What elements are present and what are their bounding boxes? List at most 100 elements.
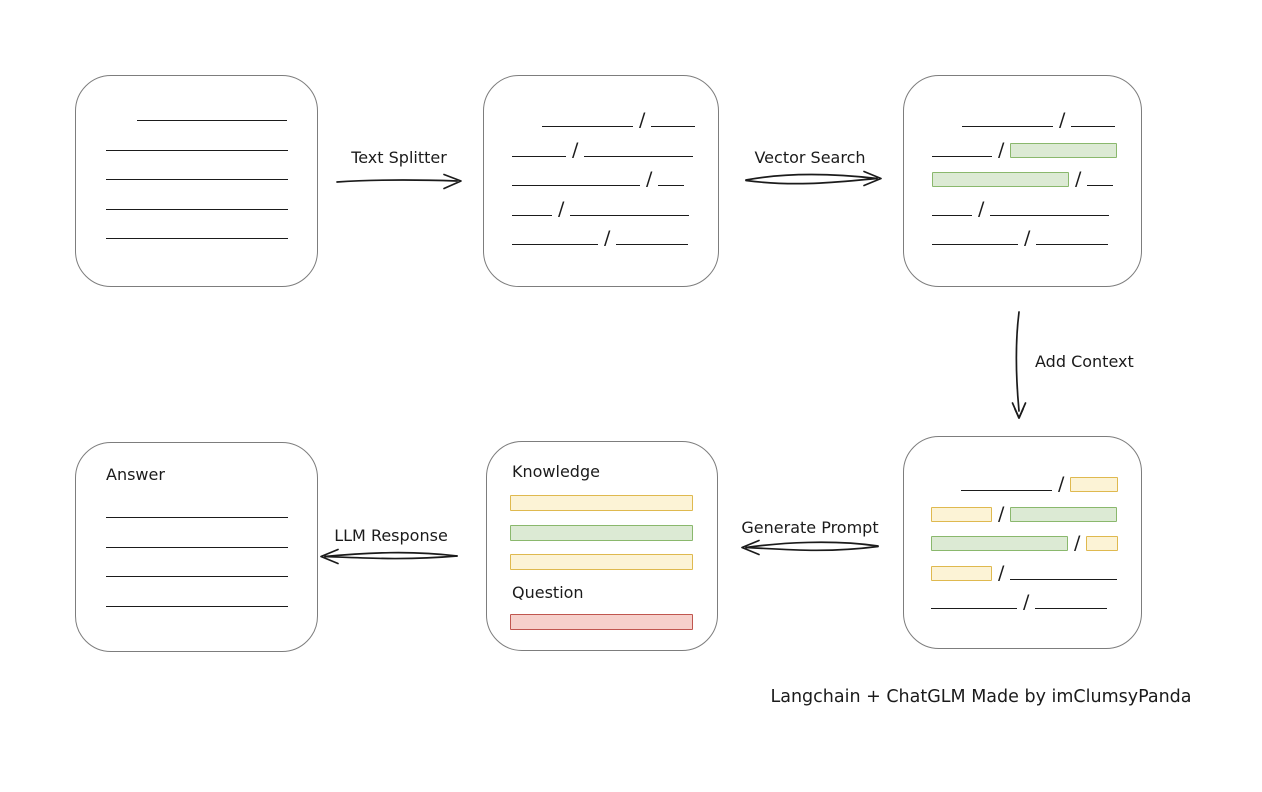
node-context-chunks: / / / / / <box>903 436 1142 649</box>
yellow-bar <box>510 554 693 570</box>
text-splitter-label: Text Splitter <box>351 148 447 167</box>
text-line <box>932 155 992 157</box>
vector-match-lines: / / / / / <box>932 109 1133 249</box>
text-line <box>961 490 1052 491</box>
text-line <box>512 214 552 216</box>
text-line <box>932 214 972 216</box>
question-bars <box>510 614 693 630</box>
chunk-row: / <box>932 138 1133 161</box>
slash-separator: / <box>978 197 985 220</box>
red-bar <box>510 614 693 630</box>
llm-response-label: LLM Response <box>334 526 448 545</box>
text-line <box>584 155 694 157</box>
chunk-row <box>106 104 309 122</box>
footer-credit: Langchain + ChatGLM Made by imClumsyPand… <box>770 687 1192 707</box>
text-line <box>106 517 288 518</box>
text-line <box>106 546 288 548</box>
chunk-row: / <box>512 168 710 190</box>
slash-separator: / <box>1075 168 1082 190</box>
highlight-chunk-green <box>1010 142 1118 158</box>
slash-separator: / <box>646 168 653 190</box>
chunk-row: / <box>512 227 710 249</box>
text-line <box>651 126 696 127</box>
slash-separator: / <box>572 138 579 161</box>
slash-separator: / <box>1059 109 1066 131</box>
chunk-row: / <box>512 197 710 220</box>
text-line <box>106 238 288 239</box>
text-line <box>106 576 288 577</box>
slash-separator: / <box>998 502 1005 525</box>
text-line <box>106 179 288 180</box>
vector-search-label: Vector Search <box>754 148 866 167</box>
chunk-row: / <box>931 473 1133 495</box>
text-splitter-arrow <box>336 173 462 190</box>
text-line <box>990 214 1110 216</box>
slash-separator: / <box>998 138 1005 161</box>
chunk-row <box>106 501 309 519</box>
add-context-label: Add Context <box>1035 352 1134 371</box>
vector-search-arrow <box>745 170 882 187</box>
text-line <box>1010 578 1118 580</box>
highlight-chunk-yellow <box>1086 536 1119 551</box>
text-line <box>106 208 288 210</box>
text-line <box>1036 244 1109 245</box>
chunk-row: / <box>932 109 1133 131</box>
question-label: Question <box>512 583 584 602</box>
highlight-chunk-green <box>932 172 1069 187</box>
highlight-chunk-green <box>931 536 1068 551</box>
chunk-row <box>106 193 309 211</box>
text-line <box>1035 608 1108 609</box>
chunk-row: / <box>512 109 710 131</box>
text-line <box>931 608 1017 609</box>
slash-separator: / <box>604 227 611 249</box>
text-line <box>542 126 633 127</box>
slash-separator: / <box>1023 591 1030 613</box>
node-prompt: Knowledge Question <box>486 441 718 651</box>
answer-lines <box>106 501 309 608</box>
chunk-row: / <box>512 138 710 161</box>
slash-separator: / <box>1024 227 1031 249</box>
knowledge-label: Knowledge <box>512 462 600 481</box>
chunk-row: / <box>931 563 1133 582</box>
generate-prompt-label: Generate Prompt <box>741 518 879 537</box>
text-line <box>1071 126 1116 127</box>
highlight-chunk-yellow <box>931 565 992 581</box>
context-chunk-lines: / / / / / <box>931 473 1133 613</box>
node-source-document <box>75 75 318 287</box>
llm-response-arrow <box>320 548 458 565</box>
text-line <box>137 120 287 121</box>
slash-separator: / <box>1074 532 1081 554</box>
chunk-row <box>106 134 309 152</box>
node-vector-matches: / / / / / <box>903 75 1142 287</box>
split-chunk-lines: / / / / / <box>512 109 710 249</box>
add-context-arrow <box>1011 311 1027 419</box>
green-bar <box>510 524 693 541</box>
chunk-row: / <box>932 197 1133 220</box>
chunk-row <box>106 222 309 240</box>
chunk-row: / <box>932 227 1133 249</box>
chunk-row <box>106 590 309 608</box>
slash-separator: / <box>639 109 646 131</box>
highlight-chunk-yellow <box>931 506 992 522</box>
node-answer: Answer <box>75 442 318 652</box>
generate-prompt-arrow <box>741 539 879 556</box>
node-split-chunks: / / / / / <box>483 75 719 287</box>
chunk-row <box>106 163 309 181</box>
slash-separator: / <box>1058 473 1065 495</box>
chunk-row: / <box>932 168 1133 190</box>
text-line <box>962 126 1053 127</box>
text-line <box>658 185 685 186</box>
chunk-row <box>106 560 309 578</box>
slash-separator: / <box>558 197 565 220</box>
chunk-row: / <box>931 502 1133 525</box>
chunk-row: / <box>931 532 1133 554</box>
text-line <box>932 244 1018 245</box>
text-line <box>616 244 689 245</box>
text-line <box>512 155 566 157</box>
yellow-bar <box>510 495 693 511</box>
knowledge-bars <box>510 495 693 570</box>
chunk-row: / <box>931 591 1133 613</box>
answer-label: Answer <box>106 465 165 484</box>
text-line <box>512 185 640 186</box>
